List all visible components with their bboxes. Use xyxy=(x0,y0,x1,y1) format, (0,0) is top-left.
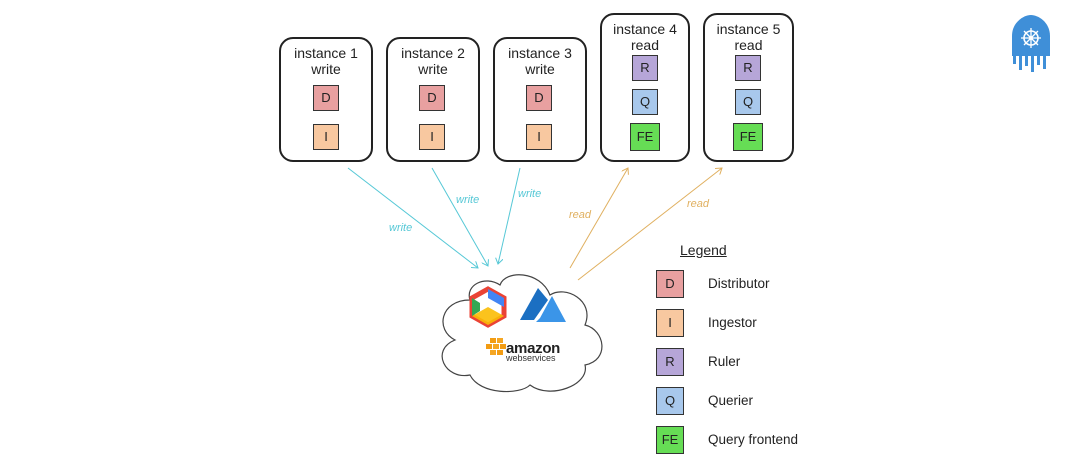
write-arrow-label-2: write xyxy=(456,194,480,206)
ruler-box: R xyxy=(632,55,658,81)
read-arrow-label-1: read xyxy=(569,209,592,221)
distributor-box: D xyxy=(419,85,445,111)
google-cloud-logo-icon xyxy=(469,286,507,328)
ingestor-box: I xyxy=(526,124,552,150)
cloud-storage-icon xyxy=(441,274,603,393)
legend-swatch-query-frontend: FE xyxy=(656,426,684,454)
legend-label-querier: Querier xyxy=(708,393,754,408)
distributor-box: D xyxy=(526,85,552,111)
legend-label-ingestor: Ingestor xyxy=(708,315,757,330)
aws-logo-icon xyxy=(486,338,506,355)
write-arrow-label-3: write xyxy=(518,188,542,200)
query-frontend-box: FE xyxy=(630,123,660,151)
ingestor-box: I xyxy=(313,124,339,150)
write-arrow-label-1: write xyxy=(389,222,413,234)
ruler-box: R xyxy=(735,55,761,81)
legend-swatch-ingestor: I xyxy=(656,309,684,337)
legend-label-distributor: Distributor xyxy=(708,276,770,291)
querier-box: Q xyxy=(735,89,761,115)
distributor-box: D xyxy=(313,85,339,111)
querier-box: Q xyxy=(632,89,658,115)
legend-swatch-querier: Q xyxy=(656,387,684,415)
legend-title: Legend xyxy=(680,242,727,258)
read-arrow-1 xyxy=(569,168,628,269)
read-arrow-2 xyxy=(577,168,722,281)
ingestor-box: I xyxy=(419,124,445,150)
write-arrow-1 xyxy=(347,167,478,268)
write-arrow-3 xyxy=(498,167,521,264)
legend-swatch-distributor: D xyxy=(656,270,684,298)
legend-swatch-ruler: R xyxy=(656,348,684,376)
read-arrow-label-2: read xyxy=(687,198,710,210)
legend-label-ruler: Ruler xyxy=(708,354,741,369)
aws-wordmark: amazon xyxy=(506,340,561,357)
write-arrow-2 xyxy=(431,167,488,266)
azure-logo-icon xyxy=(520,288,566,322)
legend-label-query-frontend: Query frontend xyxy=(708,432,799,447)
query-frontend-box: FE xyxy=(733,123,763,151)
aws-wordmark-sub: webservices xyxy=(506,353,556,363)
app-logo-icon xyxy=(1012,15,1050,72)
